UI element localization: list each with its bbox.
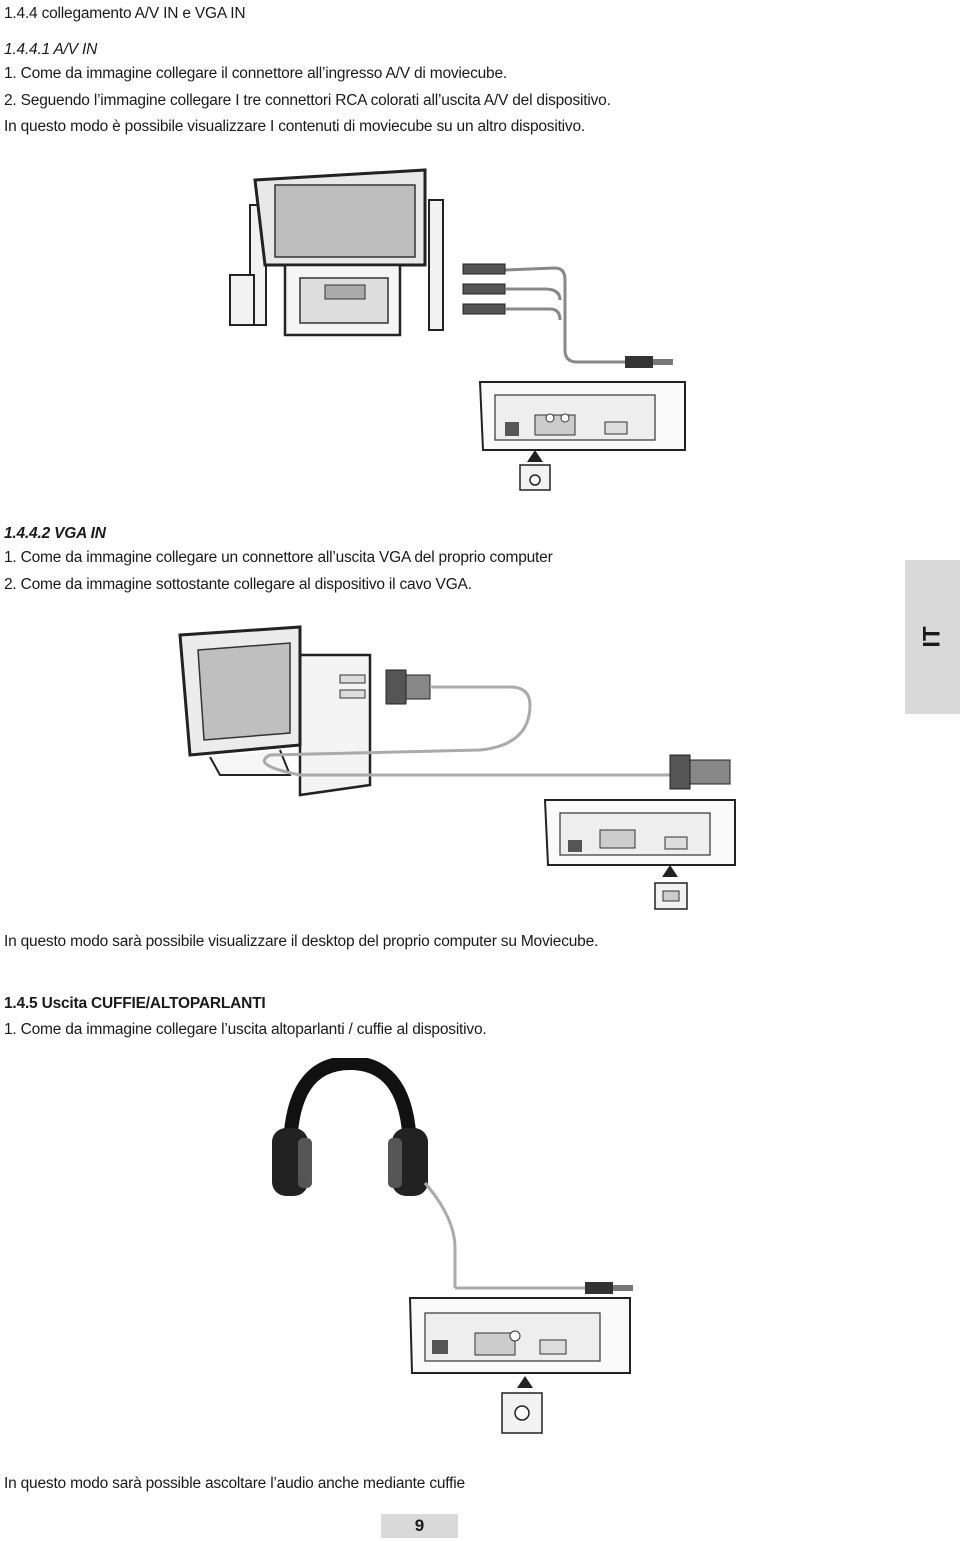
figure-vga-connection <box>150 615 750 915</box>
vga-step-2: 2. Come da immagine sottostante collegar… <box>4 576 472 593</box>
moviecube-device-icon <box>543 799 736 866</box>
av-step-1: 1. Come da immagine collegare il connett… <box>4 65 507 82</box>
av-step-3: In questo modo è possibile visualizzare … <box>4 118 586 135</box>
section-heading-headphones: 1.4.5 Uscita CUFFIE/ALTOPARLANTI <box>4 995 266 1012</box>
moviecube-device-icon <box>478 381 686 451</box>
vga-note: In questo modo sarà possibile visualizza… <box>4 933 599 950</box>
vga-step-1: 1. Come da immagine collegare un connett… <box>4 549 553 566</box>
subheading-vga-in: 1.4.4.2 VGA IN <box>4 525 106 542</box>
headphones-note: In questo modo sarà possible ascoltare l… <box>4 1475 465 1492</box>
headphones-icon <box>240 1058 660 1453</box>
tv-with-speakers-icon <box>205 150 700 510</box>
headphones-step-1: 1. Come da immagine collegare l’uscita a… <box>4 1021 487 1038</box>
figure-av-connection <box>205 150 700 510</box>
desktop-computer-icon <box>150 615 750 915</box>
section-heading-av-vga: 1.4.4 collegamento A/V IN e VGA IN <box>4 5 246 22</box>
page-number: 9 <box>381 1514 458 1538</box>
language-tab: IT <box>905 560 960 714</box>
moviecube-device-icon <box>408 1297 631 1374</box>
figure-headphones-connection <box>240 1058 660 1453</box>
language-tab-label: IT <box>918 626 946 648</box>
subheading-av-in: 1.4.4.1 A/V IN <box>4 41 98 58</box>
av-step-2: 2. Seguendo l’immagine collegare I tre c… <box>4 92 611 109</box>
